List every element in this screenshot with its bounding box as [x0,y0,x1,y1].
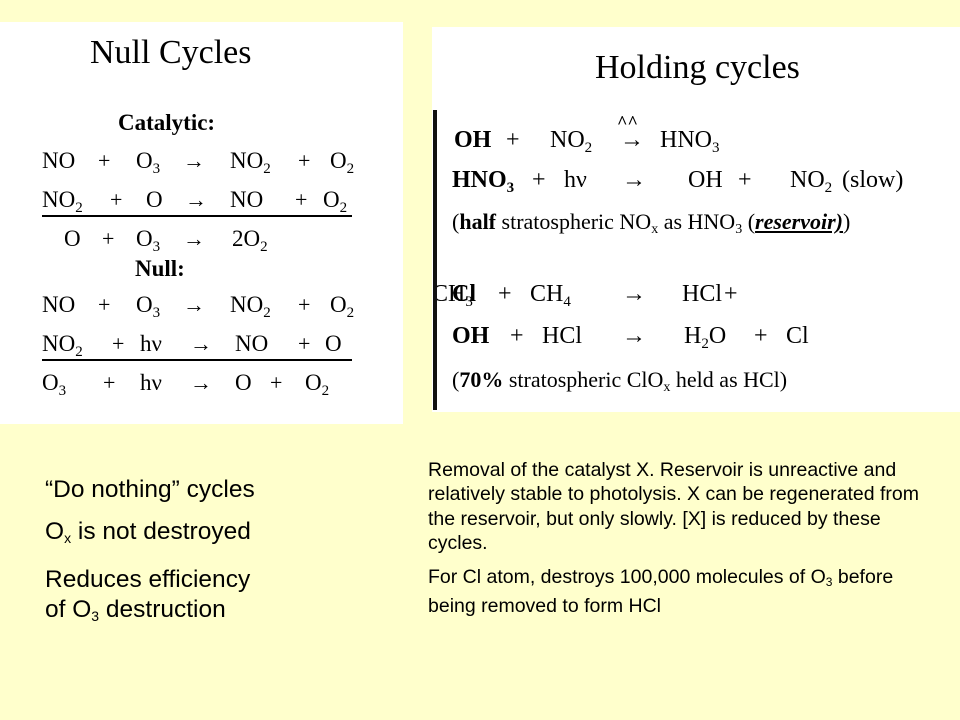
species: H2O [684,323,727,352]
plus-sign: + [102,226,115,251]
species: (slow) [842,167,904,193]
holding-reaction-2: Cl+CH4→HCl+CH3 [432,281,960,315]
reaction-arrow: → [622,323,646,349]
species: O [64,226,81,251]
species: 2O2 [232,226,268,255]
species: O3 [136,226,161,255]
catalytic-reaction-2: O + O3 → 2O2 [0,226,403,260]
species: O [146,187,163,212]
removal-text: Removal of the catalyst X. Reservoir is … [428,458,938,629]
species: hν [564,167,587,193]
species: CH4 [530,281,571,310]
species: NO [230,187,264,212]
species: HCl [682,281,723,307]
holding-cycles-title: Holding cycles [595,49,800,86]
species: hν [140,370,162,395]
cl-atom-paragraph: For Cl atom, destroys 100,000 molecules … [428,566,894,618]
species: HCl [542,323,583,349]
species: O2 [305,370,330,399]
reaction-arrow: → [620,127,644,153]
reaction-arrow: → [183,226,205,251]
species: NO2 [550,127,593,156]
species: O3 [136,292,161,321]
species: Cl [452,281,476,307]
cycle-sum-line [42,359,352,361]
plus-sign: + [298,148,311,173]
holding-reaction-1: HNO3 + hν → OH + NO2 (slow) [432,167,960,201]
species: HNO3 [660,127,720,156]
plus-sign: + [98,148,111,173]
reaction-arrow: → [190,370,212,395]
plus-sign: + [112,331,125,356]
reaction-arrow: → [183,148,205,173]
reaction-arrow: → [183,292,205,317]
species: O3 [42,370,67,399]
nox-reservoir-note: (half stratospheric NOx as HNO3 (reservo… [452,209,851,237]
plus-sign: + [506,127,520,153]
species: NO2 [230,148,271,177]
plus-sign: + [295,187,308,212]
species: HNO3 [452,167,515,196]
species: O [235,370,252,395]
plus-sign: + [110,187,123,212]
plus-sign: + [298,331,311,356]
holding-reaction-3: OH + HCl → H2O + Cl [432,323,960,357]
ox-not-destroyed-line: Ox is not destroyed [45,518,251,546]
reaction-arrow: → [622,167,646,193]
species: O2 [323,187,348,216]
species: NO [235,331,269,356]
insertion-mark: ^^ [617,112,638,132]
species: O2 [330,148,355,177]
plus-sign: + [103,370,116,395]
clox-reservoir-note: (70% stratospheric ClOx held as HCl) [452,367,788,395]
reaction-arrow: → [185,187,207,212]
plus-sign: + [510,323,524,349]
null-heading: Null: [135,256,185,281]
species: OH [452,323,490,349]
null-reaction-2: O3 + hν → O + O2 [0,370,403,404]
plus-sign: + [754,323,768,349]
species: NO [42,148,76,173]
removal-paragraph: Removal of the catalyst X. Reservoir is … [428,459,920,554]
do-nothing-line: “Do nothing” cycles [45,476,255,503]
species: NO2 [42,187,83,216]
catalytic-heading: Catalytic: [118,110,216,135]
null-cycles-title: Null Cycles [90,34,252,71]
species: CH3 [432,281,473,310]
plus-sign: + [498,281,512,307]
scan-edge [433,110,437,410]
catalytic-reaction-1: NO2 + O → NO + O2 [0,187,403,221]
reaction-arrow: → [622,281,646,307]
species: NO2 [790,167,833,196]
cycle-sum-line [42,215,352,217]
species: O2 [330,292,355,321]
summary-text: “Do nothing” cycles Ox is not destroyed … [45,475,385,643]
catalytic-reaction-0: NO + O3 → NO2 + O2 [0,148,403,182]
species: Cl [786,323,809,349]
species: NO2 [230,292,271,321]
plus-sign: + [270,370,283,395]
plus-sign: + [298,292,311,317]
null-reaction-1: NO2 + hν → NO + O [0,331,403,365]
reaction-arrow: → [190,331,212,356]
plus-sign: + [98,292,111,317]
species: NO [42,292,76,317]
plus-sign: + [738,167,752,193]
species: OH [454,127,492,153]
holding-reaction-0: OH + NO2 → HNO3 [432,127,960,161]
plus-sign: + [724,281,738,307]
plus-sign: + [532,167,546,193]
species: O3 [136,148,161,177]
species: O [325,331,342,356]
species: OH [688,167,723,193]
species: NO2 [42,331,83,360]
species: hν [140,331,162,356]
null-reaction-0: NO + O3 → NO2 + O2 [0,292,403,326]
